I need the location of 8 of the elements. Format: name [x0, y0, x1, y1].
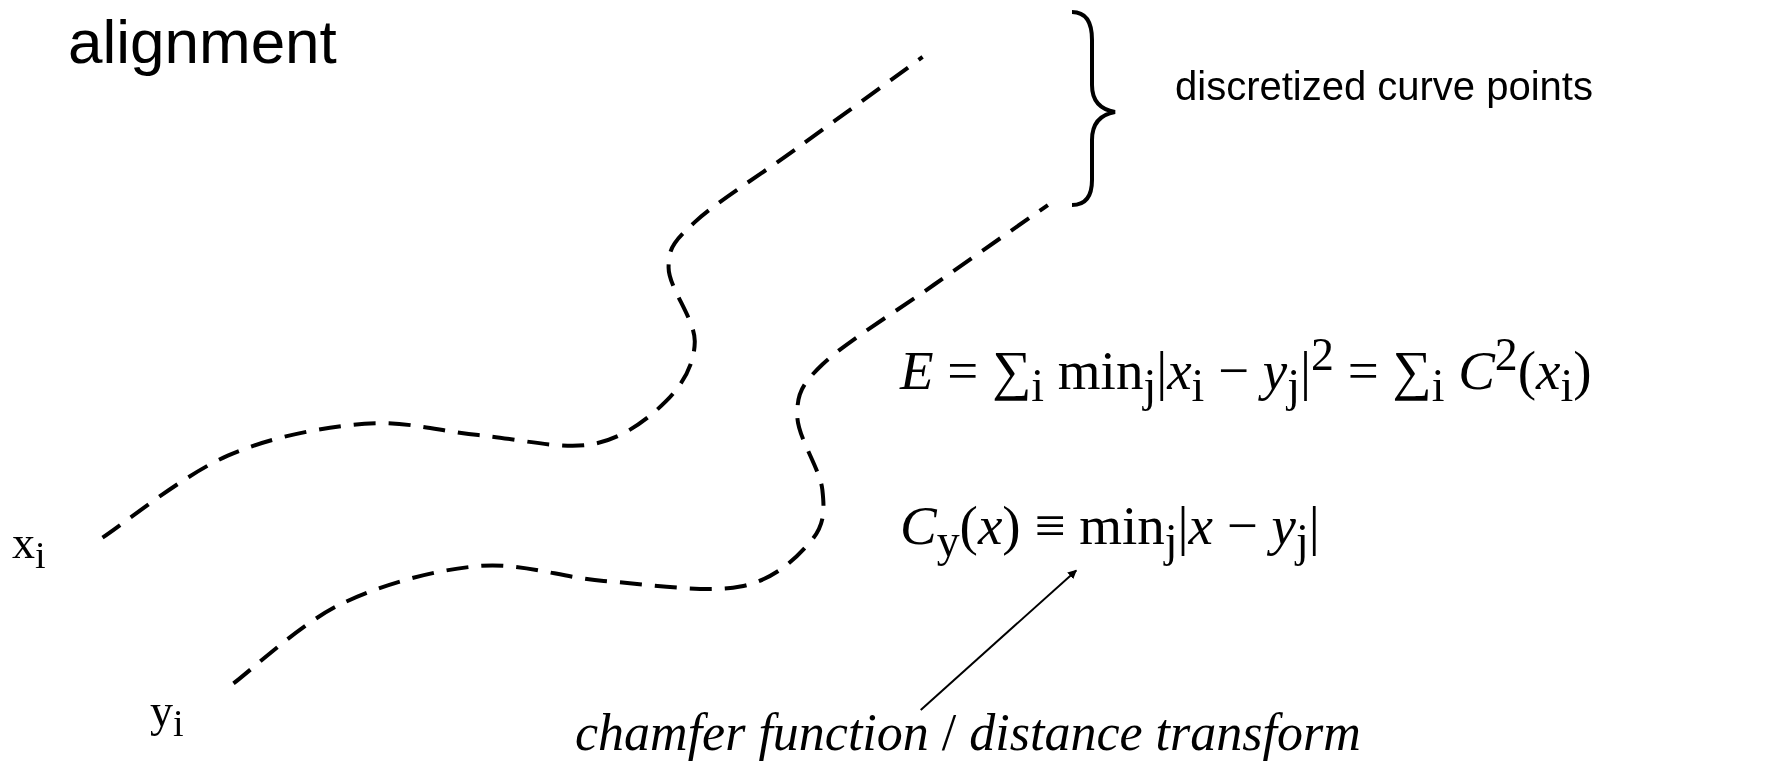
point-label: x$_{i}$	[12, 518, 46, 577]
arrow	[919, 569, 1078, 711]
title: alignment	[68, 8, 337, 77]
caption: chamfer function / distance transform	[575, 704, 1361, 762]
annotation: discretized curve points	[1175, 64, 1593, 108]
formula: C$_{y}$(x) ≡ min$_{j}$|x − y$_{j}$|	[900, 496, 1320, 567]
formula: E = ∑$_{i}$ min$_{j}$|x$_{i}$ − y$_{j}$|$^{2}$ = ∑$_{i}$ C$^{2}$(x$_{i}$)	[900, 330, 1592, 412]
point-label: y$_{i}$	[150, 686, 184, 745]
